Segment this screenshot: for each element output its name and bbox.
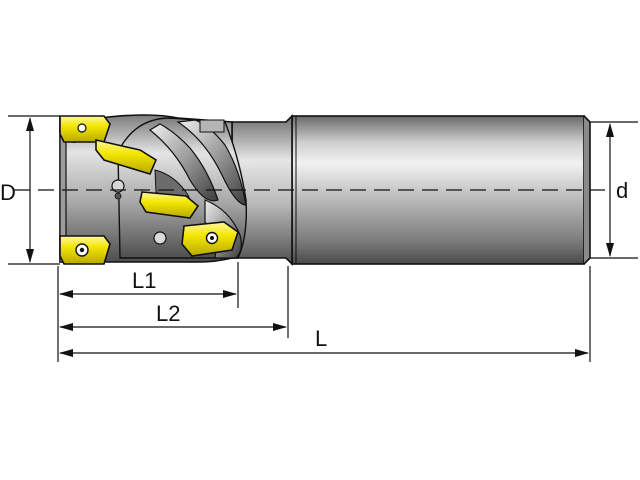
L-arrow-right — [575, 349, 589, 357]
dimension-label-D: D — [0, 180, 16, 205]
dimension-label-L2: L2 — [156, 301, 180, 326]
insert-screw-bottom-dot — [79, 247, 85, 253]
insert-upper-angled — [95, 138, 158, 175]
key-slot — [199, 119, 225, 133]
L2-arrow-right — [273, 323, 287, 331]
d-big-arrow-top — [26, 117, 34, 131]
insert-screw-lower-dot — [210, 236, 214, 240]
L-arrow-left — [59, 349, 73, 357]
L1-arrow-left — [59, 290, 73, 298]
dimension-label-L1: L1 — [132, 268, 156, 293]
dimension-label-d: d — [616, 178, 628, 203]
L2-arrow-left — [59, 323, 73, 331]
shank-chamfer — [583, 115, 591, 265]
coolant-hole-upper — [111, 179, 125, 193]
insert-screw-top — [77, 123, 87, 133]
coolant-hole-lower — [153, 231, 167, 245]
insert-middle-angled — [139, 191, 200, 219]
dimension-label-L: L — [315, 326, 327, 351]
d-small-arrow-bottom — [606, 243, 614, 257]
d-big-arrow-bottom — [26, 249, 34, 263]
flute-upper — [148, 123, 219, 202]
d-small-arrow-top — [606, 123, 614, 137]
L1-arrow-right — [223, 290, 237, 298]
flute-middle — [176, 119, 247, 206]
screw-hole-front-2 — [114, 192, 122, 200]
